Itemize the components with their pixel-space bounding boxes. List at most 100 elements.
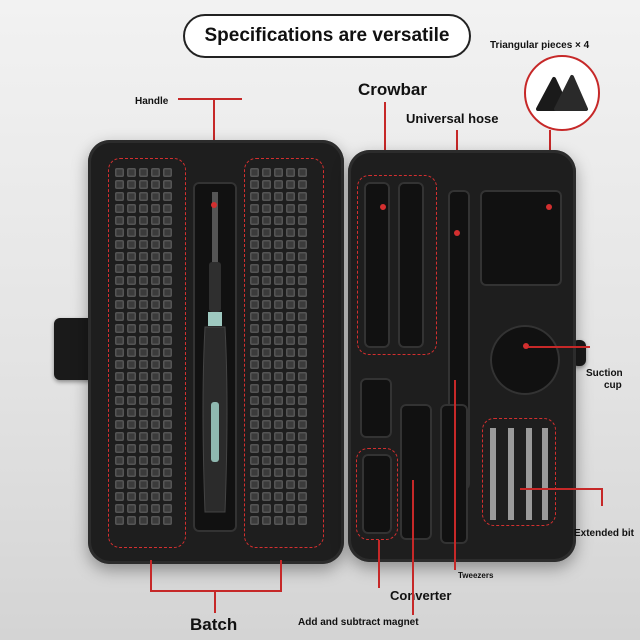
- bit-slot: [163, 312, 172, 321]
- bit-slot: [274, 444, 283, 453]
- bit-slot: [262, 504, 271, 513]
- bit-slot: [163, 168, 172, 177]
- bit-slot: [286, 324, 295, 333]
- bit-slot: [127, 276, 136, 285]
- bit-slot: [262, 192, 271, 201]
- bit-slot: [262, 432, 271, 441]
- batch-bracket-bottom: [150, 590, 282, 592]
- bit-slot: [115, 180, 124, 189]
- bit-slot: [115, 384, 124, 393]
- bit-slot: [151, 432, 160, 441]
- bit-slot: [127, 336, 136, 345]
- converter-slot: [360, 378, 392, 438]
- bit-slot: [262, 240, 271, 249]
- bit-slot: [250, 492, 259, 501]
- bit-slot: [274, 504, 283, 513]
- bit-slot: [274, 432, 283, 441]
- bit-slot: [298, 420, 307, 429]
- bit-slot: [115, 312, 124, 321]
- bit-slot: [115, 348, 124, 357]
- bit-slot: [115, 252, 124, 261]
- bit-slot: [151, 240, 160, 249]
- title-pill: Specifications are versatile: [183, 14, 471, 58]
- bit-slot: [163, 444, 172, 453]
- bit-slot: [139, 360, 148, 369]
- bit-slot: [151, 504, 160, 513]
- bit-slot: [127, 384, 136, 393]
- bit-slot: [163, 384, 172, 393]
- bit-slot: [250, 228, 259, 237]
- bit-slot: [139, 432, 148, 441]
- bit-slot: [262, 252, 271, 261]
- bit-slot: [139, 480, 148, 489]
- bit-slot: [298, 396, 307, 405]
- bit-slot: [163, 492, 172, 501]
- bit-slot: [127, 288, 136, 297]
- bit-slot: [151, 192, 160, 201]
- bit-slot: [127, 360, 136, 369]
- bit-slot: [115, 336, 124, 345]
- bit-slot: [250, 240, 259, 249]
- bit-slot: [274, 360, 283, 369]
- crowbar-marker: [380, 204, 386, 210]
- bit-slot: [286, 288, 295, 297]
- bit-slot: [139, 384, 148, 393]
- bit-slot: [298, 492, 307, 501]
- handle-marker: [211, 202, 217, 208]
- bit-slot: [286, 192, 295, 201]
- bit-slot: [163, 432, 172, 441]
- converter-leader-line: [378, 540, 380, 588]
- bit-slot: [274, 288, 283, 297]
- bit-slot: [127, 456, 136, 465]
- bit-slot: [115, 444, 124, 453]
- bit-slot: [127, 252, 136, 261]
- converter-holder: [362, 454, 392, 534]
- bit-slot: [115, 204, 124, 213]
- triangle-storage-marker: [546, 204, 552, 210]
- bit-slot: [163, 252, 172, 261]
- bit-slot: [139, 516, 148, 525]
- bit-slot: [151, 516, 160, 525]
- bit-slot: [298, 504, 307, 513]
- bit-slot: [286, 396, 295, 405]
- bit-slot: [298, 336, 307, 345]
- bit-slot: [139, 336, 148, 345]
- bit-slot: [298, 432, 307, 441]
- label-extended-bit: Extended bit: [574, 528, 635, 539]
- bit-slot: [127, 240, 136, 249]
- bit-slot: [163, 240, 172, 249]
- bit-slot: [163, 216, 172, 225]
- bit-slot: [115, 276, 124, 285]
- bit-slot: [127, 312, 136, 321]
- bit-slot: [115, 168, 124, 177]
- bit-slot: [262, 288, 271, 297]
- bit-slot: [286, 168, 295, 177]
- bit-slot: [127, 504, 136, 513]
- bit-slot: [250, 396, 259, 405]
- bit-slot: [151, 468, 160, 477]
- bit-slot: [274, 168, 283, 177]
- bit-slot: [115, 372, 124, 381]
- batch-bracket-right: [280, 560, 282, 590]
- bit-slot: [127, 264, 136, 273]
- bit-slot: [274, 372, 283, 381]
- bit-slot: [163, 420, 172, 429]
- bit-slot: [274, 264, 283, 273]
- bit-slot: [127, 492, 136, 501]
- bit-slot: [127, 216, 136, 225]
- bit-slot: [250, 300, 259, 309]
- bit-slot: [274, 252, 283, 261]
- extended-bits-outline: [482, 418, 556, 526]
- bit-slot: [274, 348, 283, 357]
- bit-slot: [127, 192, 136, 201]
- bit-slot: [163, 360, 172, 369]
- bit-slot: [163, 324, 172, 333]
- extended-bit-leader-h: [520, 488, 602, 490]
- bit-slot: [127, 372, 136, 381]
- bit-slot: [250, 276, 259, 285]
- bit-slot: [139, 276, 148, 285]
- bit-slot: [151, 384, 160, 393]
- bit-slot: [298, 360, 307, 369]
- bit-slot: [250, 252, 259, 261]
- tweezers-leader-line: [454, 380, 456, 570]
